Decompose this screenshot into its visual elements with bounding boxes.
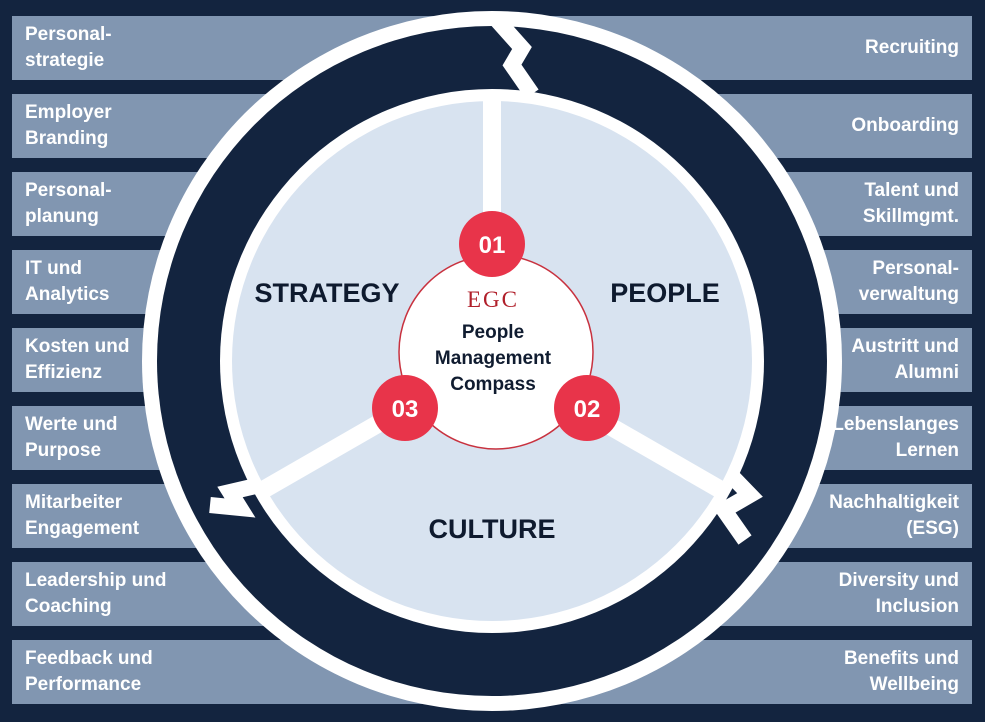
segment-label-people: PEOPLE xyxy=(610,278,720,308)
egc-logo: EGC xyxy=(467,287,519,312)
center-line-1: People xyxy=(462,322,524,343)
badge-02-label: 02 xyxy=(574,396,601,423)
center-line-3: Compass xyxy=(450,374,536,395)
cycle-separator-top xyxy=(491,14,539,99)
cycle-separator-left xyxy=(209,477,262,518)
badge-01 xyxy=(459,211,525,277)
badge-03 xyxy=(372,375,438,441)
badge-03-label: 03 xyxy=(392,396,419,423)
badge-02 xyxy=(554,375,620,441)
badge-01-label: 01 xyxy=(479,232,506,259)
center-line-2: Management xyxy=(435,348,552,369)
segment-label-strategy: STRATEGY xyxy=(254,278,399,308)
segment-label-culture: CULTURE xyxy=(429,514,556,544)
